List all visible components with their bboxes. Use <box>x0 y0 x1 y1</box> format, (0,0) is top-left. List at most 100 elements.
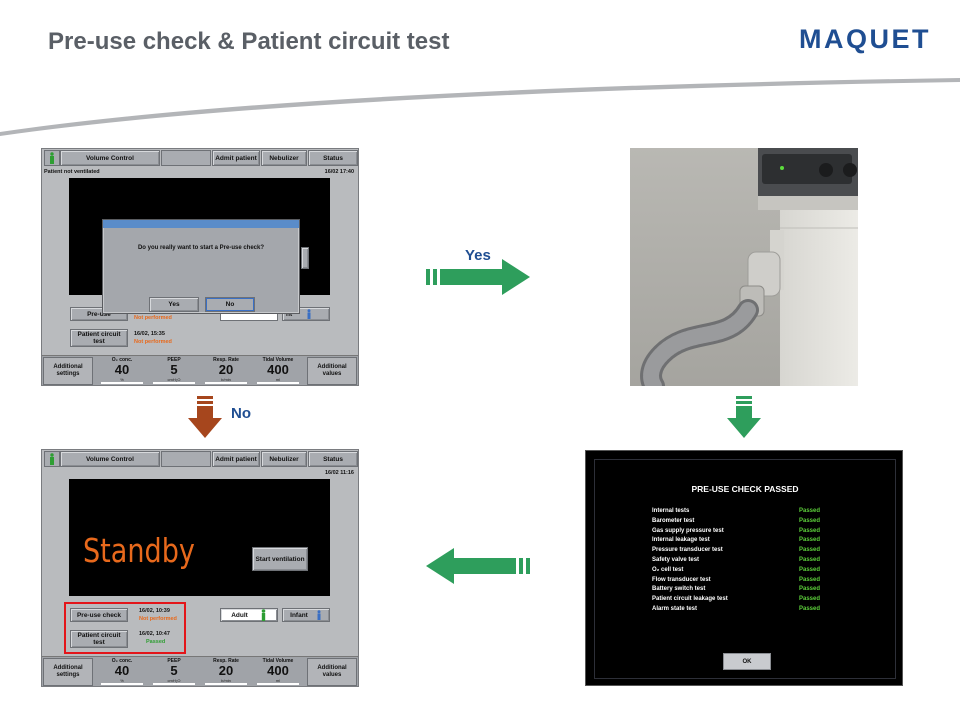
ventilation-status-text: Patient not ventilated <box>44 169 100 175</box>
tab-blank <box>161 150 211 166</box>
pre-use-status: Not performed <box>139 616 177 622</box>
adult-person-icon <box>261 609 266 621</box>
param-peep[interactable]: PEEP 5 cmH₂O <box>149 657 199 686</box>
status-button[interactable]: Status <box>308 150 358 166</box>
patient-circuit-date: 16/02, 10:47 <box>139 631 170 637</box>
parameter-bar: Additional settings O₂ conc. 40 % PEEP 5… <box>42 656 358 686</box>
test-name: Internal leakage test <box>652 537 710 544</box>
standby-panel: Standby Start ventilation <box>69 479 330 596</box>
nebulizer-button[interactable]: Nebulizer <box>261 451 307 467</box>
test-name: Gas supply pressure test <box>652 527 724 534</box>
param-slider <box>257 683 299 685</box>
param-tidal-volume[interactable]: Tidal Volume 400 ml <box>253 657 303 686</box>
header-swoosh <box>0 78 960 136</box>
admit-patient-button[interactable]: Admit patient <box>212 451 260 467</box>
test-name: Safety valve test <box>652 557 700 563</box>
param-slider <box>101 683 143 685</box>
param-value: 5 <box>170 663 178 678</box>
arrow-down-green-icon <box>727 396 761 438</box>
slide-title: Pre-use check & Patient circuit test <box>48 28 450 55</box>
adult-toggle[interactable]: Adult <box>220 608 278 622</box>
pre-use-date: 16/02, 10:39 <box>139 608 170 614</box>
additional-settings-button[interactable]: Additional settings <box>43 357 93 385</box>
test-status: Passed <box>799 508 821 514</box>
param-slider <box>257 382 299 384</box>
date-time: 16/02 11:16 <box>324 470 354 476</box>
parameter-bar: Additional settings O₂ conc. 40 % PEEP 5… <box>42 355 358 385</box>
test-name: Battery switch test <box>652 586 706 593</box>
confirm-dialog: Do you really want to start a Pre-use ch… <box>102 219 300 314</box>
no-label: No <box>231 405 251 422</box>
tab-volume-control[interactable]: Volume Control <box>60 150 160 166</box>
dialog-no-button[interactable]: No <box>205 297 255 312</box>
patient-circuit-test-button[interactable]: Patient circuit test <box>70 329 128 347</box>
arrow-left-icon <box>426 548 530 584</box>
test-status: Passed <box>799 576 821 583</box>
test-name: Patient circuit leakage test <box>652 596 728 603</box>
param-value: 20 <box>218 663 234 678</box>
additional-settings-button[interactable]: Additional settings <box>43 658 93 686</box>
infant-person-icon <box>317 610 321 620</box>
dialog-titlebar <box>103 220 299 228</box>
infant-label: Infant <box>290 611 308 619</box>
ok-button[interactable]: OK <box>723 653 771 670</box>
person-icon <box>50 152 54 164</box>
start-ventilation-button[interactable]: Start ventilation <box>252 547 308 571</box>
patient-circuit-test-button[interactable]: Patient circuit test <box>70 630 128 648</box>
param-slider <box>205 683 247 685</box>
partial-side-button[interactable] <box>301 247 309 269</box>
date-time: 16/02 17:40 <box>324 169 354 175</box>
status-button[interactable]: Status <box>308 451 358 467</box>
test-status: Passed <box>799 557 821 563</box>
patient-circuit-status: Not performed <box>134 339 172 345</box>
param-value: 400 <box>267 663 289 678</box>
adult-label: Adult <box>231 611 248 619</box>
pre-use-status: Not performed <box>134 315 172 321</box>
highlight-frame <box>64 602 186 654</box>
patient-category-button[interactable] <box>44 150 60 166</box>
additional-values-button[interactable]: Additional values <box>307 658 357 686</box>
param-slider <box>101 382 143 384</box>
tab-volume-control[interactable]: Volume Control <box>60 451 160 467</box>
ventilator-photo <box>630 148 858 386</box>
maquet-logo: MAQUET <box>799 24 931 54</box>
person-icon <box>50 453 54 465</box>
param-o2[interactable]: O₂ conc. 40 % <box>97 356 147 385</box>
test-status: Passed <box>799 547 821 554</box>
test-name: O₂ cell test <box>652 566 684 573</box>
test-status: Passed <box>799 566 821 573</box>
test-name: Alarm state test <box>652 606 698 612</box>
test-status: Passed <box>799 596 821 603</box>
param-slider <box>153 683 195 685</box>
param-value: 20 <box>218 362 234 377</box>
admit-patient-button[interactable]: Admit patient <box>212 150 260 166</box>
param-o2[interactable]: O₂ conc. 40 % <box>97 657 147 686</box>
param-value: 5 <box>170 362 178 377</box>
param-peep[interactable]: PEEP 5 cmH₂O <box>149 356 199 385</box>
patient-circuit-date: 16/02, 15:35 <box>134 331 165 337</box>
standby-label: Standby <box>83 531 195 570</box>
param-slider <box>205 382 247 384</box>
param-value: 400 <box>267 362 289 377</box>
test-name: Flow transducer test <box>652 576 711 583</box>
infant-toggle[interactable]: Infant <box>282 608 330 622</box>
ventilator-screen-standby: Volume Control Admit patient Nebulizer S… <box>41 449 359 687</box>
patient-circuit-status: Passed <box>146 639 166 645</box>
test-name: Internal tests <box>652 508 690 514</box>
param-resp-rate[interactable]: Resp. Rate 20 b/min <box>201 657 251 686</box>
param-tidal-volume[interactable]: Tidal Volume 400 ml <box>253 356 303 385</box>
additional-values-button[interactable]: Additional values <box>307 357 357 385</box>
pre-use-check-button[interactable]: Pre-use check <box>70 608 128 622</box>
param-resp-rate[interactable]: Resp. Rate 20 b/min <box>201 356 251 385</box>
dialog-yes-button[interactable]: Yes <box>149 297 199 312</box>
patient-category-button[interactable] <box>44 451 60 467</box>
infant-person-icon <box>307 309 311 319</box>
test-name: Barometer test <box>652 517 695 524</box>
test-status: Passed <box>799 537 821 544</box>
test-status: Passed <box>799 586 821 593</box>
result-title: PRE-USE CHECK PASSED <box>691 484 799 494</box>
nebulizer-button[interactable]: Nebulizer <box>261 150 307 166</box>
arrow-down-icon <box>188 396 222 438</box>
